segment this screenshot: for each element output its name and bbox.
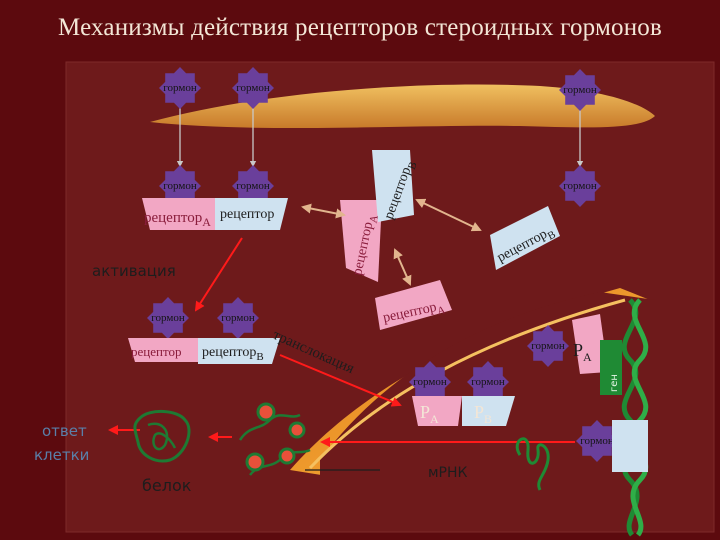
pa-label-right: PA: [573, 340, 592, 364]
hormone: гормон: [159, 165, 201, 207]
hormone-shape: [559, 165, 601, 207]
hormone-shape: [467, 361, 509, 403]
hormone: гормон: [147, 297, 189, 339]
activation-label: активация: [92, 262, 176, 280]
hormone-label: гормон: [413, 376, 447, 388]
hormone-label: гормон: [563, 180, 597, 192]
lower-receptor-label: рецептор: [131, 344, 181, 359]
hormone-shape: [576, 420, 618, 462]
receptor-a-shape: [142, 198, 215, 230]
hormone-label: гормон: [236, 180, 270, 192]
protein-blob-inner: [147, 422, 177, 451]
receptor-rotated-b: [372, 150, 414, 222]
gene-lower-box: [612, 420, 648, 472]
receptor-rotated-left: [340, 200, 382, 282]
exchange-arrow-1: [301, 203, 346, 219]
lower-receptor-b: [198, 338, 280, 364]
dna-strand-2: [630, 298, 649, 537]
receptor-label: рецептор: [220, 207, 274, 222]
page-title: Механизмы действия рецепторов стероидных…: [57, 14, 663, 41]
pa-receptor-right: [572, 314, 608, 374]
mrna-label: мРНК: [428, 465, 468, 481]
activation-arrow: [194, 237, 243, 312]
receptor-a-lower: [375, 280, 452, 330]
hormone-shape: [147, 297, 189, 339]
lower-receptor-b-label: рецепторB: [202, 345, 264, 363]
hormone: гормон: [576, 420, 618, 462]
polysome: [238, 402, 311, 476]
hormone-shape: [217, 297, 259, 339]
exchange-arrow-3: [393, 248, 412, 286]
hormone-label: гормон: [221, 312, 255, 324]
hormone: гормон: [559, 69, 601, 111]
receptor-right-b: [490, 206, 560, 270]
cell-response-label-2: клетки: [34, 446, 89, 464]
protein-blob: [133, 410, 191, 463]
dna-strand-1: [621, 298, 640, 537]
hormone-label: гормон: [563, 84, 597, 96]
hormone-shape: [527, 325, 569, 367]
protein-label: белок: [142, 476, 192, 495]
cell-response-label-1: ответ: [42, 422, 87, 440]
hormone-label: гормон: [163, 180, 197, 192]
hormone-label: гормон: [471, 376, 505, 388]
hormone-label: гормон: [236, 82, 270, 94]
exchange-arrow-2: [415, 198, 482, 232]
hormone-label: гормон: [151, 312, 185, 324]
hormone-shape: [232, 67, 274, 109]
translocation-arrow: [279, 354, 402, 407]
hormone: гормон: [232, 165, 274, 207]
hormone-shape: [159, 165, 201, 207]
receptor-shape: [215, 198, 288, 230]
hormone: гормон: [159, 67, 201, 109]
hormone: гормон: [527, 325, 569, 367]
pb-receptor-shape: [462, 396, 515, 426]
hormone-shape: [232, 165, 274, 207]
hormone-shape: [159, 67, 201, 109]
mrna-squiggle: [515, 437, 550, 491]
gene-side-label: ген: [609, 374, 620, 392]
pb-label: PB: [474, 402, 492, 426]
hormone-shape: [409, 361, 451, 403]
hormone: гормон: [559, 165, 601, 207]
hormone: гормон: [217, 297, 259, 339]
hormone: гормон: [409, 361, 451, 403]
gene-box: [600, 340, 622, 395]
hormone-shape: [559, 69, 601, 111]
hormone: гормон: [232, 67, 274, 109]
hormone: гормон: [467, 361, 509, 403]
hormone-label: гормон: [531, 340, 565, 352]
lower-receptor-pink: [128, 338, 198, 362]
pa-receptor-shape: [412, 396, 462, 426]
hormone-label: гормон: [580, 435, 614, 447]
receptor-a-label: рецепторA: [144, 210, 211, 229]
hormone-label: гормон: [163, 82, 197, 94]
pa-label: PA: [420, 402, 439, 426]
cell-membrane: [150, 84, 655, 129]
